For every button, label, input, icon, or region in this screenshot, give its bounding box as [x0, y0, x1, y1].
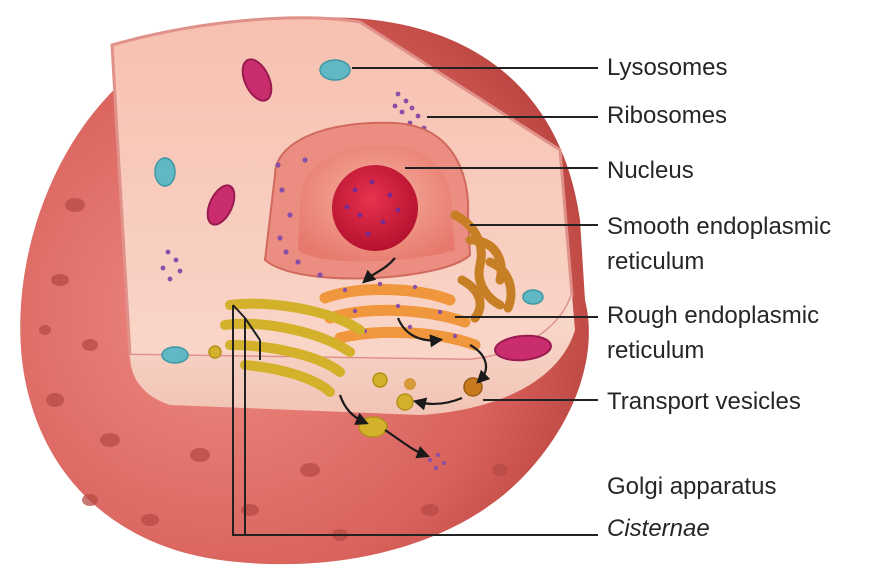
label-cisternae: Cisternae [607, 513, 710, 545]
label-nucleus: Nucleus [607, 155, 694, 187]
label-ribosomes: Ribosomes [607, 100, 727, 132]
label-transport-vesicles: Transport vesicles [607, 386, 801, 418]
label-rough-er-line1: Rough endoplasmic [607, 300, 819, 332]
label-rough-er-line2: reticulum [607, 335, 704, 367]
nucleus [265, 123, 470, 279]
label-smooth-er-line2: reticulum [607, 246, 704, 278]
label-smooth-er-line1: Smooth endoplasmic [607, 211, 831, 243]
label-lysosomes: Lysosomes [607, 52, 728, 84]
label-golgi-apparatus: Golgi apparatus [607, 471, 776, 503]
